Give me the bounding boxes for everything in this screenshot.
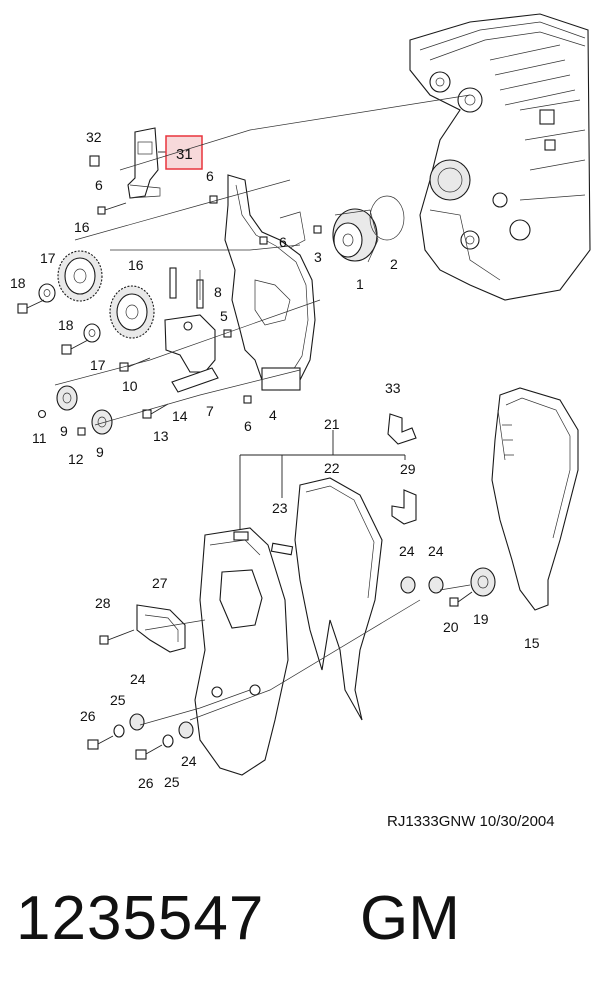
bolt-26-a — [87, 735, 114, 750]
washer-17-lower — [83, 323, 101, 343]
bolt-18-upper — [17, 299, 45, 314]
callout-15: 15 — [524, 635, 540, 651]
bolt-10 — [119, 357, 151, 372]
timing-cover-upper — [224, 174, 316, 391]
callout-22: 22 — [324, 460, 340, 476]
bolt-12 — [77, 427, 86, 436]
idler-24-b — [428, 576, 444, 594]
clip-33 — [387, 413, 417, 445]
idler-24-a — [400, 576, 416, 594]
bolt-26-b — [135, 744, 163, 760]
bolt-3 — [313, 225, 322, 234]
bolt-11 — [37, 409, 47, 419]
callout-26: 26 — [138, 775, 154, 791]
water-pump-gasket — [369, 195, 405, 241]
cover-plate-27 — [136, 604, 186, 653]
idler-24-d — [178, 721, 194, 739]
callout-4: 4 — [269, 407, 277, 423]
tensioner-assembly — [164, 267, 219, 393]
callout-24: 24 — [130, 671, 146, 687]
callout-6: 6 — [95, 177, 103, 193]
idler-pulley-9-upper — [56, 385, 78, 411]
callout-17: 17 — [40, 250, 56, 266]
callout-14: 14 — [172, 408, 188, 424]
callout-1: 1 — [356, 276, 364, 292]
part-number: 1235547 — [16, 884, 265, 953]
callout-29: 29 — [400, 461, 416, 477]
callout-27: 27 — [152, 575, 168, 591]
idler-pulley-9-lower — [91, 409, 113, 435]
idler-24-c — [129, 713, 145, 731]
callout-31-highlight-box — [165, 135, 203, 170]
callout-18: 18 — [58, 317, 74, 333]
drive-belt-15 — [491, 387, 579, 611]
bolt-13 — [142, 403, 169, 419]
bolt-6-mid — [259, 236, 268, 245]
camshaft-sprocket-upper — [57, 250, 103, 302]
callout-16: 16 — [74, 219, 90, 235]
callout-23: 23 — [272, 500, 288, 516]
callout-8: 8 — [214, 284, 222, 300]
callout-20: 20 — [443, 619, 459, 635]
timing-belt-loop — [294, 477, 383, 721]
callout-9: 9 — [96, 444, 104, 460]
callout-21: 21 — [324, 416, 340, 432]
washer-17-upper — [38, 283, 56, 303]
callout-19: 19 — [473, 611, 489, 627]
callout-24: 24 — [428, 543, 444, 559]
callout-17: 17 — [90, 357, 106, 373]
bolt-18-lower — [61, 339, 89, 355]
callout-2: 2 — [390, 256, 398, 272]
callout-28: 28 — [95, 595, 111, 611]
leader-lines — [139, 584, 471, 726]
water-pump — [332, 208, 379, 263]
bracket-part-31 — [127, 127, 161, 199]
engine-block — [409, 13, 591, 301]
washer-25-b — [162, 734, 174, 748]
washer-25-a — [113, 724, 125, 738]
callout-24: 24 — [399, 543, 415, 559]
assembly-lines — [54, 94, 471, 426]
timing-cover-lower — [194, 527, 289, 776]
callout-16: 16 — [128, 257, 144, 273]
callout-31: 31 — [176, 146, 193, 163]
callout-10: 10 — [122, 378, 138, 394]
bolt-28 — [99, 629, 135, 645]
callout-6: 6 — [244, 418, 252, 434]
brand-label: GM — [360, 884, 460, 953]
callout-12: 12 — [68, 451, 84, 467]
callout-33: 33 — [385, 380, 401, 396]
callout-9: 9 — [60, 423, 68, 439]
callout-5: 5 — [220, 308, 228, 324]
callout-32: 32 — [86, 129, 102, 145]
bolt-20 — [449, 591, 473, 607]
callout-26: 26 — [80, 708, 96, 724]
bolt-6-left — [97, 202, 127, 215]
callout-6: 6 — [279, 234, 287, 250]
bolt-32 — [89, 155, 100, 167]
callout-25: 25 — [110, 692, 126, 708]
bolt-6-lower — [243, 395, 252, 404]
bolt-6-center — [209, 195, 218, 204]
camshaft-sprocket-lower — [109, 285, 155, 339]
drawing-reference: RJ1333GNW 10/30/2004 — [387, 813, 555, 830]
bolt-5 — [223, 329, 232, 338]
belt-guide-23 — [270, 542, 294, 556]
callout-18: 18 — [10, 275, 26, 291]
callout-24: 24 — [181, 753, 197, 769]
callout-labels: 32 31 6 6 6 6 16 16 17 17 18 18 8 5 3 1 … — [10, 129, 540, 791]
callout-3: 3 — [314, 249, 322, 265]
callout-11: 11 — [32, 430, 47, 446]
callout-25: 25 — [164, 774, 180, 790]
callout-13: 13 — [153, 428, 169, 444]
clip-29 — [391, 489, 417, 525]
callout-6: 6 — [206, 168, 214, 184]
callout-7: 7 — [206, 403, 214, 419]
tensioner-pulley-19 — [470, 567, 496, 597]
